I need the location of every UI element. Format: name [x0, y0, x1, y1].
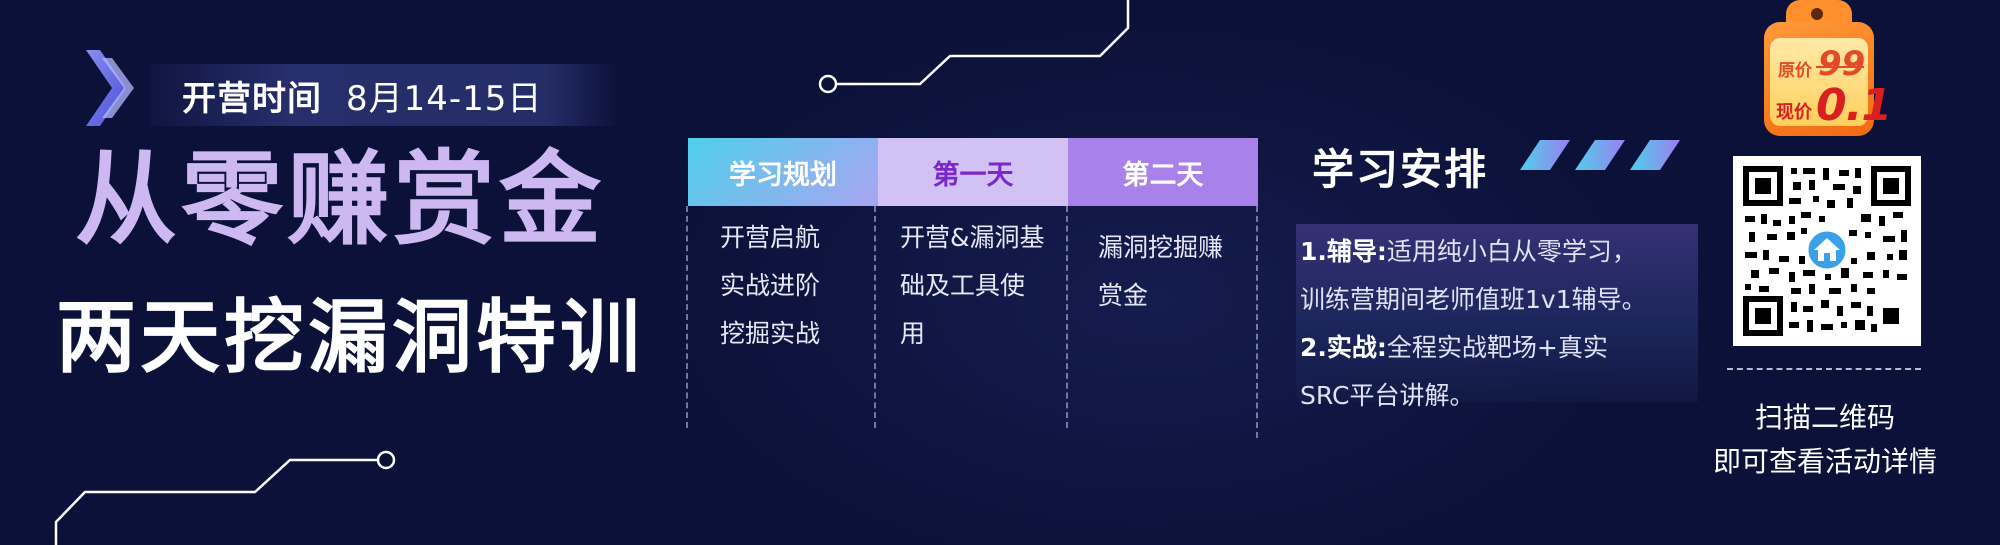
chevron-logo-icon [86, 50, 134, 126]
schedule-table: 学习规划 第一天 第二天 开营启航 实战进阶 挖掘实战 开营&漏洞基 础及工具使… [686, 138, 1260, 438]
study-plan-panel [1296, 224, 1698, 402]
schedule-header-plan: 学习规划 [688, 138, 878, 206]
schedule-header-row: 学习规划 第一天 第二天 [688, 138, 1260, 206]
schedule-col-plan: 开营启航 实战进阶 挖掘实战 [688, 206, 876, 428]
schedule-header-day2: 第二天 [1068, 138, 1258, 206]
plan-line: 实战进阶 [720, 271, 821, 300]
original-price-strike [1816, 66, 1864, 68]
qr-caption-line-1: 扫描二维码 [1754, 401, 1895, 434]
stripe-decoration-icon [1520, 140, 1680, 170]
price-tag-hole [1811, 8, 1823, 20]
schedule-col-day2: 漏洞挖掘赚 赏金 [1068, 206, 1258, 438]
study-item-2-line-2: SRC平台讲解。 [1300, 381, 1475, 410]
study-item-1-line-1: 1.辅导:适用纯小白从零学习， [1300, 228, 1710, 276]
price-tag-inner [1770, 38, 1868, 126]
schedule-header-day1: 第一天 [878, 138, 1068, 206]
headline-title: 从零赚赏金 [75, 141, 605, 260]
qr-code[interactable] [1733, 156, 1921, 346]
camp-date-label: 开营时间 [182, 78, 322, 119]
study-plan-title: 学习安排 [1312, 145, 1489, 194]
study-item-1-line-2: 训练营期间老师值班1v1辅导。 [1300, 285, 1647, 314]
original-price-label: 原价 [1778, 61, 1812, 81]
schedule-body: 开营启航 实战进阶 挖掘实战 开营&漏洞基 础及工具使 用 漏洞挖掘赚 赏金 [686, 206, 1260, 438]
study-item-2-line-1: 2.实战:全程实战靶场+真实 [1300, 324, 1710, 372]
study-plan-text: 1.辅导:适用纯小白从零学习， 训练营期间老师值班1v1辅导。 2.实战:全程实… [1300, 228, 1710, 420]
day1-line: 用 [900, 319, 926, 348]
price-tag: 原价 99 现价 0.1 [1756, 0, 1892, 142]
study-item-1-label: 1.辅导: [1300, 237, 1387, 266]
day1-line: 开营&漏洞基 [900, 223, 1045, 252]
study-item-2-text: 全程实战靶场+真实 [1386, 333, 1608, 362]
study-item-1-text: 适用纯小白从零学习， [1386, 237, 1637, 266]
camp-date-bar: 开营时间 8月14-15日 [150, 64, 615, 126]
day2-line: 赏金 [1098, 281, 1149, 310]
plan-line: 挖掘实战 [720, 319, 821, 348]
current-price-value: 0.1 [1816, 80, 1892, 131]
camp-date-value: 8月14-15日 [346, 78, 543, 119]
headline-subtitle: 两天挖漏洞特训 [56, 291, 644, 384]
original-price-value: 99 [1818, 44, 1866, 84]
qr-caption-line-2: 即可查看活动详情 [1712, 445, 1937, 478]
schedule-left-divider [686, 206, 688, 428]
study-item-2-label: 2.实战: [1300, 333, 1387, 362]
qr-code-pattern-icon [1743, 166, 1911, 336]
qr-divider [1727, 368, 1921, 370]
day2-line: 漏洞挖掘赚 [1098, 233, 1224, 262]
current-price-label: 现价 [1776, 102, 1812, 123]
schedule-col-day1: 开营&漏洞基 础及工具使 用 [878, 206, 1068, 428]
day1-line: 础及工具使 [900, 271, 1026, 300]
plan-line: 开营启航 [720, 223, 821, 252]
